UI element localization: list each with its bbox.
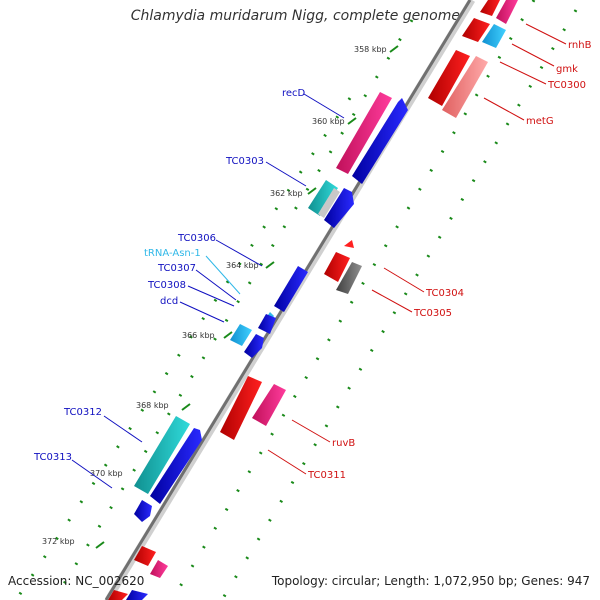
gene-TC0312 bbox=[150, 428, 202, 504]
gene-label: TC0306 bbox=[177, 233, 216, 244]
gene-label: rnhB bbox=[568, 40, 592, 51]
reverse-label-connectors bbox=[267, 23, 567, 475]
gene-label: TC0311 bbox=[307, 470, 346, 481]
gene-label: TC0308 bbox=[147, 280, 186, 291]
gene-TC0306 bbox=[274, 266, 308, 312]
gene-bottom-rev bbox=[108, 590, 128, 600]
gc-dotted-tracks bbox=[14, 0, 578, 600]
gene-label: gmk bbox=[556, 64, 578, 75]
forward-label-connectors bbox=[71, 93, 345, 489]
tick-label: 362 kbp bbox=[270, 189, 303, 198]
gene-label: TC0307 bbox=[157, 263, 196, 274]
gene-label: TC0300 bbox=[547, 80, 586, 91]
gene-TC0313 bbox=[134, 500, 152, 522]
gene-TC0304-marker bbox=[344, 240, 354, 248]
gene-label: dcd bbox=[160, 296, 178, 307]
gene-label: TC0312 bbox=[63, 407, 102, 418]
gene-label: tRNA-Asn-1 bbox=[144, 248, 201, 259]
gene-label: ruvB bbox=[332, 438, 355, 449]
tick-label: 370 kbp bbox=[90, 469, 123, 478]
gene-rnhB-magenta bbox=[496, 0, 518, 24]
gene-dcd bbox=[244, 334, 264, 358]
gene-TC0311 bbox=[134, 546, 156, 566]
gene-label: TC0313 bbox=[33, 452, 72, 463]
gene-label: TC0305 bbox=[413, 308, 452, 319]
tick-label: 368 kbp bbox=[136, 401, 169, 410]
gene-bottom-fwd bbox=[126, 590, 148, 600]
forward-genes bbox=[126, 92, 408, 600]
gene-recD-magenta bbox=[336, 92, 392, 174]
gene-TC0303-gray bbox=[318, 188, 340, 218]
tick-marks bbox=[95, 45, 399, 549]
tick-label: 364 kbp bbox=[226, 261, 259, 270]
tick-label: 366 kbp bbox=[182, 331, 215, 340]
tick-label: 358 kbp bbox=[354, 45, 387, 54]
genome-stats-text: Topology: circular; Length: 1,072,950 bp… bbox=[271, 574, 590, 588]
gene-TC0312-teal bbox=[134, 416, 190, 494]
gene-ruvB bbox=[220, 376, 262, 440]
reverse-genes bbox=[108, 0, 518, 600]
gene-label: metG bbox=[526, 116, 554, 127]
gene-TC0300 bbox=[428, 50, 470, 106]
reverse-labels: rnhB gmk TC0300 metG TC0304 TC0305 ruvB … bbox=[307, 40, 592, 481]
tick-label: 360 kbp bbox=[312, 117, 345, 126]
gene-label: TC0304 bbox=[425, 288, 464, 299]
gene-TC0308 bbox=[230, 324, 252, 346]
gene-gmk bbox=[462, 18, 490, 42]
gene-metG bbox=[442, 56, 488, 118]
tick-labels: 358 kbp 360 kbp 362 kbp 364 kbp 366 kbp … bbox=[42, 45, 387, 546]
gene-TC0307 bbox=[258, 314, 276, 334]
gene-recD bbox=[352, 98, 408, 184]
gene-label: TC0303 bbox=[225, 156, 264, 167]
gene-TC0305 bbox=[336, 262, 362, 294]
tick-label: 372 kbp bbox=[42, 537, 75, 546]
map-title: Chlamydia muridarum Nigg, complete genom… bbox=[130, 8, 460, 24]
gene-rnhB bbox=[480, 0, 500, 16]
gene-TC0311-magenta bbox=[150, 560, 168, 578]
gene-label: recD bbox=[282, 88, 306, 99]
accession-text: Accession: NC_002620 bbox=[8, 574, 145, 588]
gene-TC0303 bbox=[324, 188, 354, 228]
gene-ruvB-magenta bbox=[252, 384, 286, 426]
forward-labels: recD TC0303 TC0306 tRNA-Asn-1 TC0307 TC0… bbox=[33, 88, 306, 463]
gene-TC0303-teal bbox=[308, 180, 338, 216]
gene-gmk-cyan bbox=[482, 24, 506, 48]
gene-TC0304 bbox=[324, 252, 350, 282]
